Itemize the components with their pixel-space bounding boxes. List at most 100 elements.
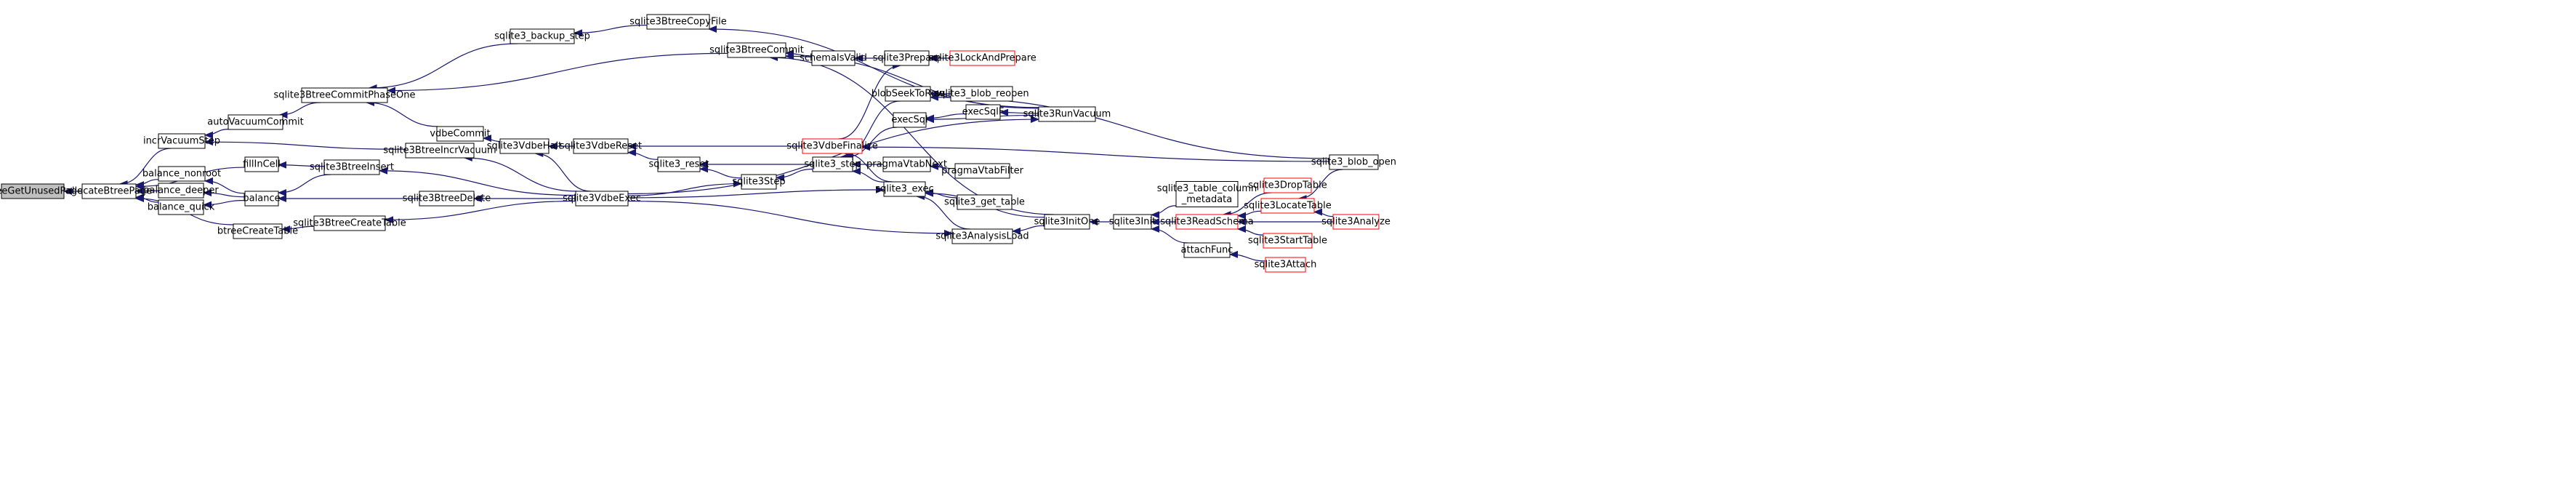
node-sqlite3BtreeCommitPhaseOne[interactable]: sqlite3BtreeCommitPhaseOne [273,87,416,103]
node-sqlite3AnalysisLoad[interactable]: sqlite3AnalysisLoad [935,228,1029,244]
node-label: sqlite3InitOne [1034,216,1100,227]
edge-sqlite3DropTable-to-sqlite3ReadSchema [1222,192,1272,218]
node-label: sqlite3LockAndPrepare [928,52,1037,63]
node-fillInCell[interactable]: fillInCell [243,156,281,172]
edge-sqlite3StartTable-to-sqlite3ReadSchema [1237,225,1264,236]
node-sqlite3_blob_reopen[interactable]: sqlite3_blob_reopen [934,86,1029,102]
node-sqlite3Attach[interactable]: sqlite3Attach [1255,257,1317,273]
node-sqlite3VdbeExec[interactable]: sqlite3VdbeExec [563,191,641,207]
edge-sqlite3_blob_open-to-sqlite3VdbeFinalize [861,143,1330,162]
node-box [1332,214,1380,230]
edge-sqlite3VdbeFinalize-to-sqlite3Prepare [838,62,902,140]
node-sqlite3StartTable[interactable]: sqlite3StartTable [1248,233,1327,249]
edge-sqlite3_step-to-sqlite3Step [776,168,813,182]
node-sqlite3VdbeFinalize[interactable]: sqlite3VdbeFinalize [786,138,878,154]
node-label: balance [243,193,280,204]
edge-balance_nonroot-to-allocateBtreePage [135,179,159,189]
node-label: btreeCreateTable [217,225,298,236]
node-label: fillInCell [243,159,281,169]
node-label: balance_deeper [143,185,219,196]
node-box [575,191,629,207]
node-sqlite3Analyze[interactable]: sqlite3Analyze [1321,214,1390,230]
node-balance_deeper[interactable]: balance_deeper [143,183,219,199]
node-box [1,183,65,199]
node-sqlite3_exec[interactable]: sqlite3_exec [875,181,934,197]
node-sqlite3BtreeCommit[interactable]: sqlite3BtreeCommit [709,42,804,58]
node-allocateBtreePage[interactable]: allocateBtreePage [66,183,152,199]
node-label: sqlite3Analyze [1321,216,1390,227]
node-box [657,156,701,172]
node-label: sqlite3Step [732,176,785,187]
node-box [158,183,204,199]
edge-sqlite3_exec-to-sqlite3_step [852,167,885,183]
node-btreeCreateTable[interactable]: btreeCreateTable [217,223,298,239]
node-balance_nonroot[interactable]: balance_nonroot [142,166,221,182]
edge-sqlite3VdbeExec-to-sqlite3BtreeIncrVacuum [463,154,578,192]
node-sqlite3BtreeIncrVacuum[interactable]: sqlite3BtreeIncrVacuum [383,143,496,159]
edge-blobSeekToRow-to-sqlite3_step [840,100,901,161]
node-sqlite3VdbeHalt[interactable]: sqlite3VdbeHalt [487,138,562,154]
node-execSqlF[interactable]: execSqlF [962,104,1005,120]
node-label: pragmaVtabNext [866,159,947,169]
node-box [158,166,206,182]
node-pragmaVtabFilter[interactable]: pragmaVtabFilter [941,163,1024,179]
node-pragmaVtabNext[interactable]: pragmaVtabNext [866,156,947,172]
node-blobSeekToRow[interactable]: blobSeekToRow [872,86,945,102]
node-box [727,42,786,58]
node-label: sqlite3DropTable [1248,180,1327,191]
node-sqlite3Init[interactable]: sqlite3Init [1109,214,1156,230]
node-sqlite3LocateTable[interactable]: sqlite3LocateTable [1244,198,1332,214]
node-sqlite3_backup_step[interactable]: sqlite3_backup_step [494,28,590,44]
node-sqlite3_reset[interactable]: sqlite3_reset [648,156,709,172]
node-sqlite3BtreeCreateTable[interactable]: sqlite3BtreeCreateTable [293,215,406,231]
node-label: sqlite3Init [1109,216,1156,227]
edge-sqlite3VdbeExec-to-sqlite3AnalysisLoad [627,200,953,237]
node-balance_quick[interactable]: balance_quick [148,199,215,215]
node-label: sqlite3ReadSchema [1160,216,1254,227]
edge-pragmaVtabFilter-to-pragmaVtabNext [930,162,956,170]
node-label: sqlite3_table_column_metadata [1157,183,1257,205]
node-sqlite3BtreeInsert[interactable]: sqlite3BtreeInsert [310,159,394,175]
node-schemaIsValid[interactable]: schemaIsValid [800,50,867,66]
node-label: balance_quick [148,201,215,212]
node-sqlite3Prepare[interactable]: sqlite3Prepare [873,50,941,66]
node-execSql[interactable]: execSql [891,112,928,128]
node-sqlite3ReadSchema[interactable]: sqlite3ReadSchema [1160,214,1254,230]
node-btreeGetUnusedPage[interactable]: btreeGetUnusedPage [0,183,83,199]
node-label: sqlite3BtreeCopyFile [629,16,726,27]
edge-sqlite3Attach-to-attachFunc [1229,250,1266,262]
edge-sqlite3Analyze-to-sqlite3LocateTable [1313,208,1334,217]
edge-sqlite3InitOne-to-sqlite3AnalysisLoad [1012,225,1045,235]
edge-sqlite3BtreeCommit-to-sqlite3BtreeCommitPhaseOne [387,52,728,95]
node-box [802,138,863,154]
node-balance[interactable]: balance [243,191,281,207]
edge-balance-to-balance_quick [203,199,246,209]
node-attachFunc[interactable]: attachFunc [1181,242,1233,258]
node-sqlite3_blob_open[interactable]: sqlite3_blob_open [1311,154,1396,170]
node-sqlite3Step[interactable]: sqlite3Step [732,174,786,190]
node-sqlite3_get_table[interactable]: sqlite3_get_table [944,194,1025,210]
node-autoVacuumCommit[interactable]: autoVacuumCommit [207,114,304,130]
node-sqlite3LockAndPrepare[interactable]: sqlite3LockAndPrepare [928,50,1037,66]
node-sqlite3_table_column_metadata[interactable]: sqlite3_table_column_metadata [1157,181,1257,207]
node-sqlite3_step[interactable]: sqlite3_step [804,156,861,172]
node-sqlite3RunVacuum[interactable]: sqlite3RunVacuum [1023,106,1111,122]
edge-balance-to-balance_deeper [203,189,246,198]
node-incrVacuumStep[interactable]: incrVacuumStep [143,133,220,149]
node-label: sqlite3VdbeFinalize [786,140,877,151]
node-label: sqlite3Attach [1255,259,1317,270]
node-box [573,138,629,154]
node-sqlite3DropTable[interactable]: sqlite3DropTable [1248,177,1327,193]
node-box [1260,198,1315,214]
node-vdbeCommit[interactable]: vdbeCommit [430,126,491,142]
node-box [883,181,926,197]
node-box [405,143,475,159]
node-sqlite3BtreeCopyFile[interactable]: sqlite3BtreeCopyFile [629,14,727,30]
node-box [228,114,283,130]
node-sqlite3InitOne[interactable]: sqlite3InitOne [1034,214,1100,230]
node-sqlite3BtreeDelete[interactable]: sqlite3BtreeDelete [403,191,491,207]
node-box [233,223,283,239]
node-sqlite3VdbeReset[interactable]: sqlite3VdbeReset [560,138,642,154]
node-label: sqlite3Prepare [873,52,941,63]
